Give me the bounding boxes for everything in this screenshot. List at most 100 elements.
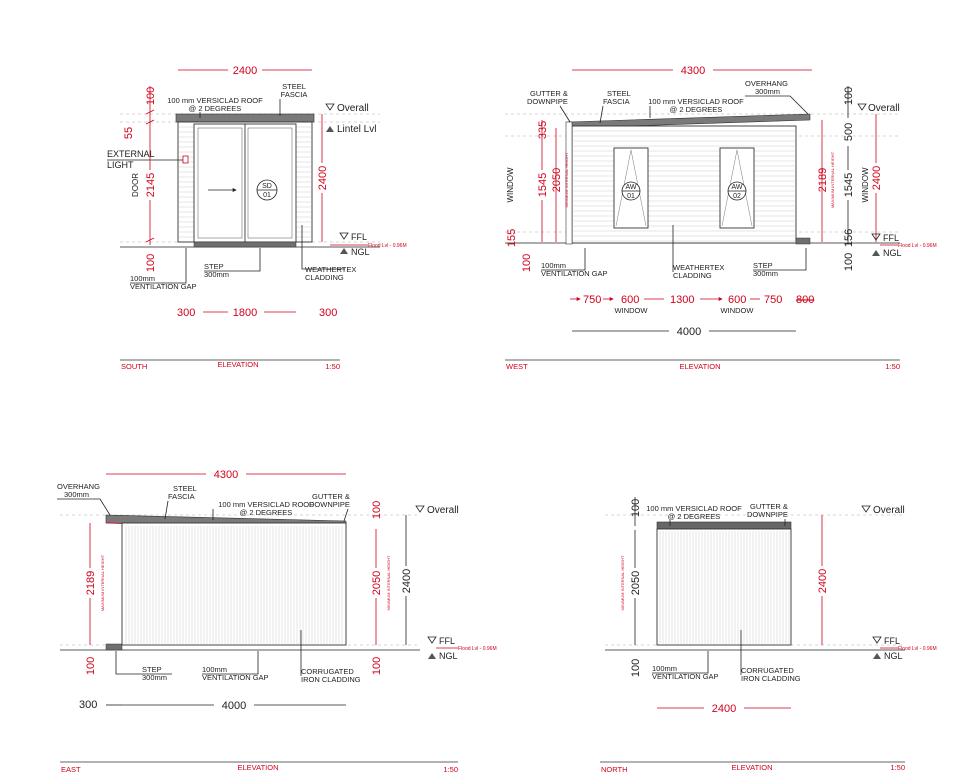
south-step-label-1: STEP xyxy=(204,262,224,271)
west-dim-156: 156 xyxy=(843,229,855,247)
west-vent-1: 100mm xyxy=(541,261,566,270)
west-dim-1545-left: 1545 xyxy=(537,173,549,197)
west-gutter-1: GUTTER & xyxy=(530,89,568,98)
north-ffl-label: FFL xyxy=(884,636,900,646)
south-step-label-2: 300mm xyxy=(204,270,229,279)
west-ffl-marker-icon xyxy=(871,233,881,241)
north-roof xyxy=(656,521,792,530)
external-light-icon xyxy=(182,155,189,164)
east-max-height: MAXIMUM INTERNAL HEIGHT xyxy=(100,554,105,611)
west-cladding-lines xyxy=(573,130,795,242)
external-light-label-2: LIGHT xyxy=(107,160,134,170)
south-ngl-marker-icon xyxy=(340,248,348,254)
south-dim-1800: 1800 xyxy=(233,307,257,319)
west-dim-800: 800 xyxy=(796,294,814,306)
west-ffl-label: FFL xyxy=(883,233,899,243)
south-ngl-label: NGL xyxy=(351,247,370,257)
west-vent-2: VENTILATION GAP xyxy=(541,269,608,278)
west-win-lbl-b: WINDOW xyxy=(721,306,755,315)
south-roof-label-2: @ 2 DEGREES xyxy=(189,104,242,113)
east-step-2: 300mm xyxy=(142,673,167,682)
north-ffl-marker-icon xyxy=(872,636,882,644)
west-steel-1: STEEL xyxy=(607,89,631,98)
aw02-tag-top: AW xyxy=(731,184,742,191)
south-dim-100-top: 100 xyxy=(145,87,157,105)
south-dim-100-bottom: 100 xyxy=(145,254,157,272)
east-ngl-marker-icon xyxy=(428,653,436,659)
north-ngl-marker-icon xyxy=(873,653,881,659)
west-title-mid: ELEVATION xyxy=(680,362,721,371)
west-dim-100-bottom-right: 100 xyxy=(843,253,855,271)
east-steel-2: FASCIA xyxy=(168,492,195,501)
east-steel-1: STEEL xyxy=(173,484,197,493)
north-elevation: 100 mm VERSICLAD ROOF @ 2 DEGREES GUTTER… xyxy=(600,497,937,774)
west-weather-1: WEATHERTEX xyxy=(673,263,724,272)
east-gutter-1: GUTTER & xyxy=(312,492,350,501)
east-overhang-2: 300mm xyxy=(64,490,89,499)
south-steel-label-1: STEEL xyxy=(282,82,306,91)
south-flood-label: Flood Lvl - 0.96M xyxy=(368,243,407,249)
south-dim-2145: 2145 xyxy=(145,173,157,197)
north-dim-2400-bottom: 2400 xyxy=(712,703,736,715)
west-elevation: AW 01 AW 02 4300 OVERHANG 300mm GUTTER &… xyxy=(505,63,937,371)
west-dim-1545-right: 1545 xyxy=(843,173,855,197)
north-wall xyxy=(656,528,792,646)
south-weather-label-2: CLADDING xyxy=(305,273,344,282)
north-overall-label: Overall xyxy=(873,505,905,516)
south-ffl-marker-icon xyxy=(339,232,349,240)
east-flood-label: Flood Lvl - 0.96M xyxy=(458,646,497,652)
east-corr-2: IRON CLADDING xyxy=(301,675,361,684)
west-overhang-1: OVERHANG xyxy=(745,79,788,88)
south-dim-55: 55 xyxy=(123,127,135,139)
north-dim-100-bottom: 100 xyxy=(630,659,642,677)
west-ngl-label: NGL xyxy=(883,248,902,258)
west-win-lbl-a: WINDOW xyxy=(615,306,649,315)
west-dim-4000: 4000 xyxy=(677,326,701,338)
north-vent-1: 100mm xyxy=(652,664,677,673)
north-vent-2: VENTILATION GAP xyxy=(652,672,719,681)
north-scale: 1:50 xyxy=(890,763,905,772)
east-scale: 1:50 xyxy=(443,765,458,774)
external-light-label-1: EXTERNAL xyxy=(107,149,155,159)
west-overall-label: Overall xyxy=(868,103,900,114)
east-dim-4000: 4000 xyxy=(222,700,246,712)
south-roof-fascia xyxy=(175,113,315,123)
west-min-height: MINIMUM INTERNAL HEIGHT xyxy=(564,152,569,208)
east-dim-4300: 4300 xyxy=(214,469,238,481)
west-dim-750-a: 750 xyxy=(583,294,601,306)
east-ngl-label: NGL xyxy=(439,651,458,661)
north-flood-label: Flood Lvl - 0.96M xyxy=(898,646,937,652)
west-overall-marker-icon xyxy=(857,103,867,111)
south-vent-label-2: VENTILATION GAP xyxy=(130,282,197,291)
north-title-mid: ELEVATION xyxy=(732,763,773,772)
south-step xyxy=(193,241,297,248)
south-overall-marker-icon xyxy=(325,103,335,111)
east-corr-1: CORRUGATED xyxy=(301,667,354,676)
east-overhang-1: OVERHANG xyxy=(57,482,100,491)
north-min-height: MINIMUM INTERNAL HEIGHT xyxy=(620,555,625,611)
west-dim-600-a: 600 xyxy=(621,294,639,306)
north-corr-1: CORRUGATED xyxy=(741,666,794,675)
east-gutter-2: DOWNPIPE xyxy=(309,500,350,509)
south-dim-2400: 2400 xyxy=(317,166,329,190)
west-max-height: MAXIMUM INTERNAL HEIGHT xyxy=(830,151,835,208)
aw01-tag-bottom: 01 xyxy=(627,193,635,200)
west-dim-4300: 4300 xyxy=(681,65,705,77)
east-dim-2189: 2189 xyxy=(85,571,97,595)
south-dim-300-right: 300 xyxy=(319,307,337,319)
west-dim-100-bottom-left: 100 xyxy=(521,254,533,272)
east-title-left: EAST xyxy=(61,765,81,774)
north-title-left: NORTH xyxy=(601,765,628,774)
west-dim-155: 155 xyxy=(506,229,518,247)
east-overall-label: Overall xyxy=(427,505,459,516)
north-dim-100-top: 100 xyxy=(630,499,642,517)
west-dim-750-b: 750 xyxy=(764,294,782,306)
south-lintel-label: Lintel Lvl xyxy=(337,124,376,135)
north-roof-label-2: @ 2 DEGREES xyxy=(668,512,721,521)
east-ffl-marker-icon xyxy=(427,636,437,644)
west-dim-100: 100 xyxy=(843,87,855,105)
west-roof-label-2: @ 2 DEGREES xyxy=(670,105,723,114)
east-title-mid: ELEVATION xyxy=(238,763,279,772)
south-dim-width: 2400 xyxy=(233,65,257,77)
